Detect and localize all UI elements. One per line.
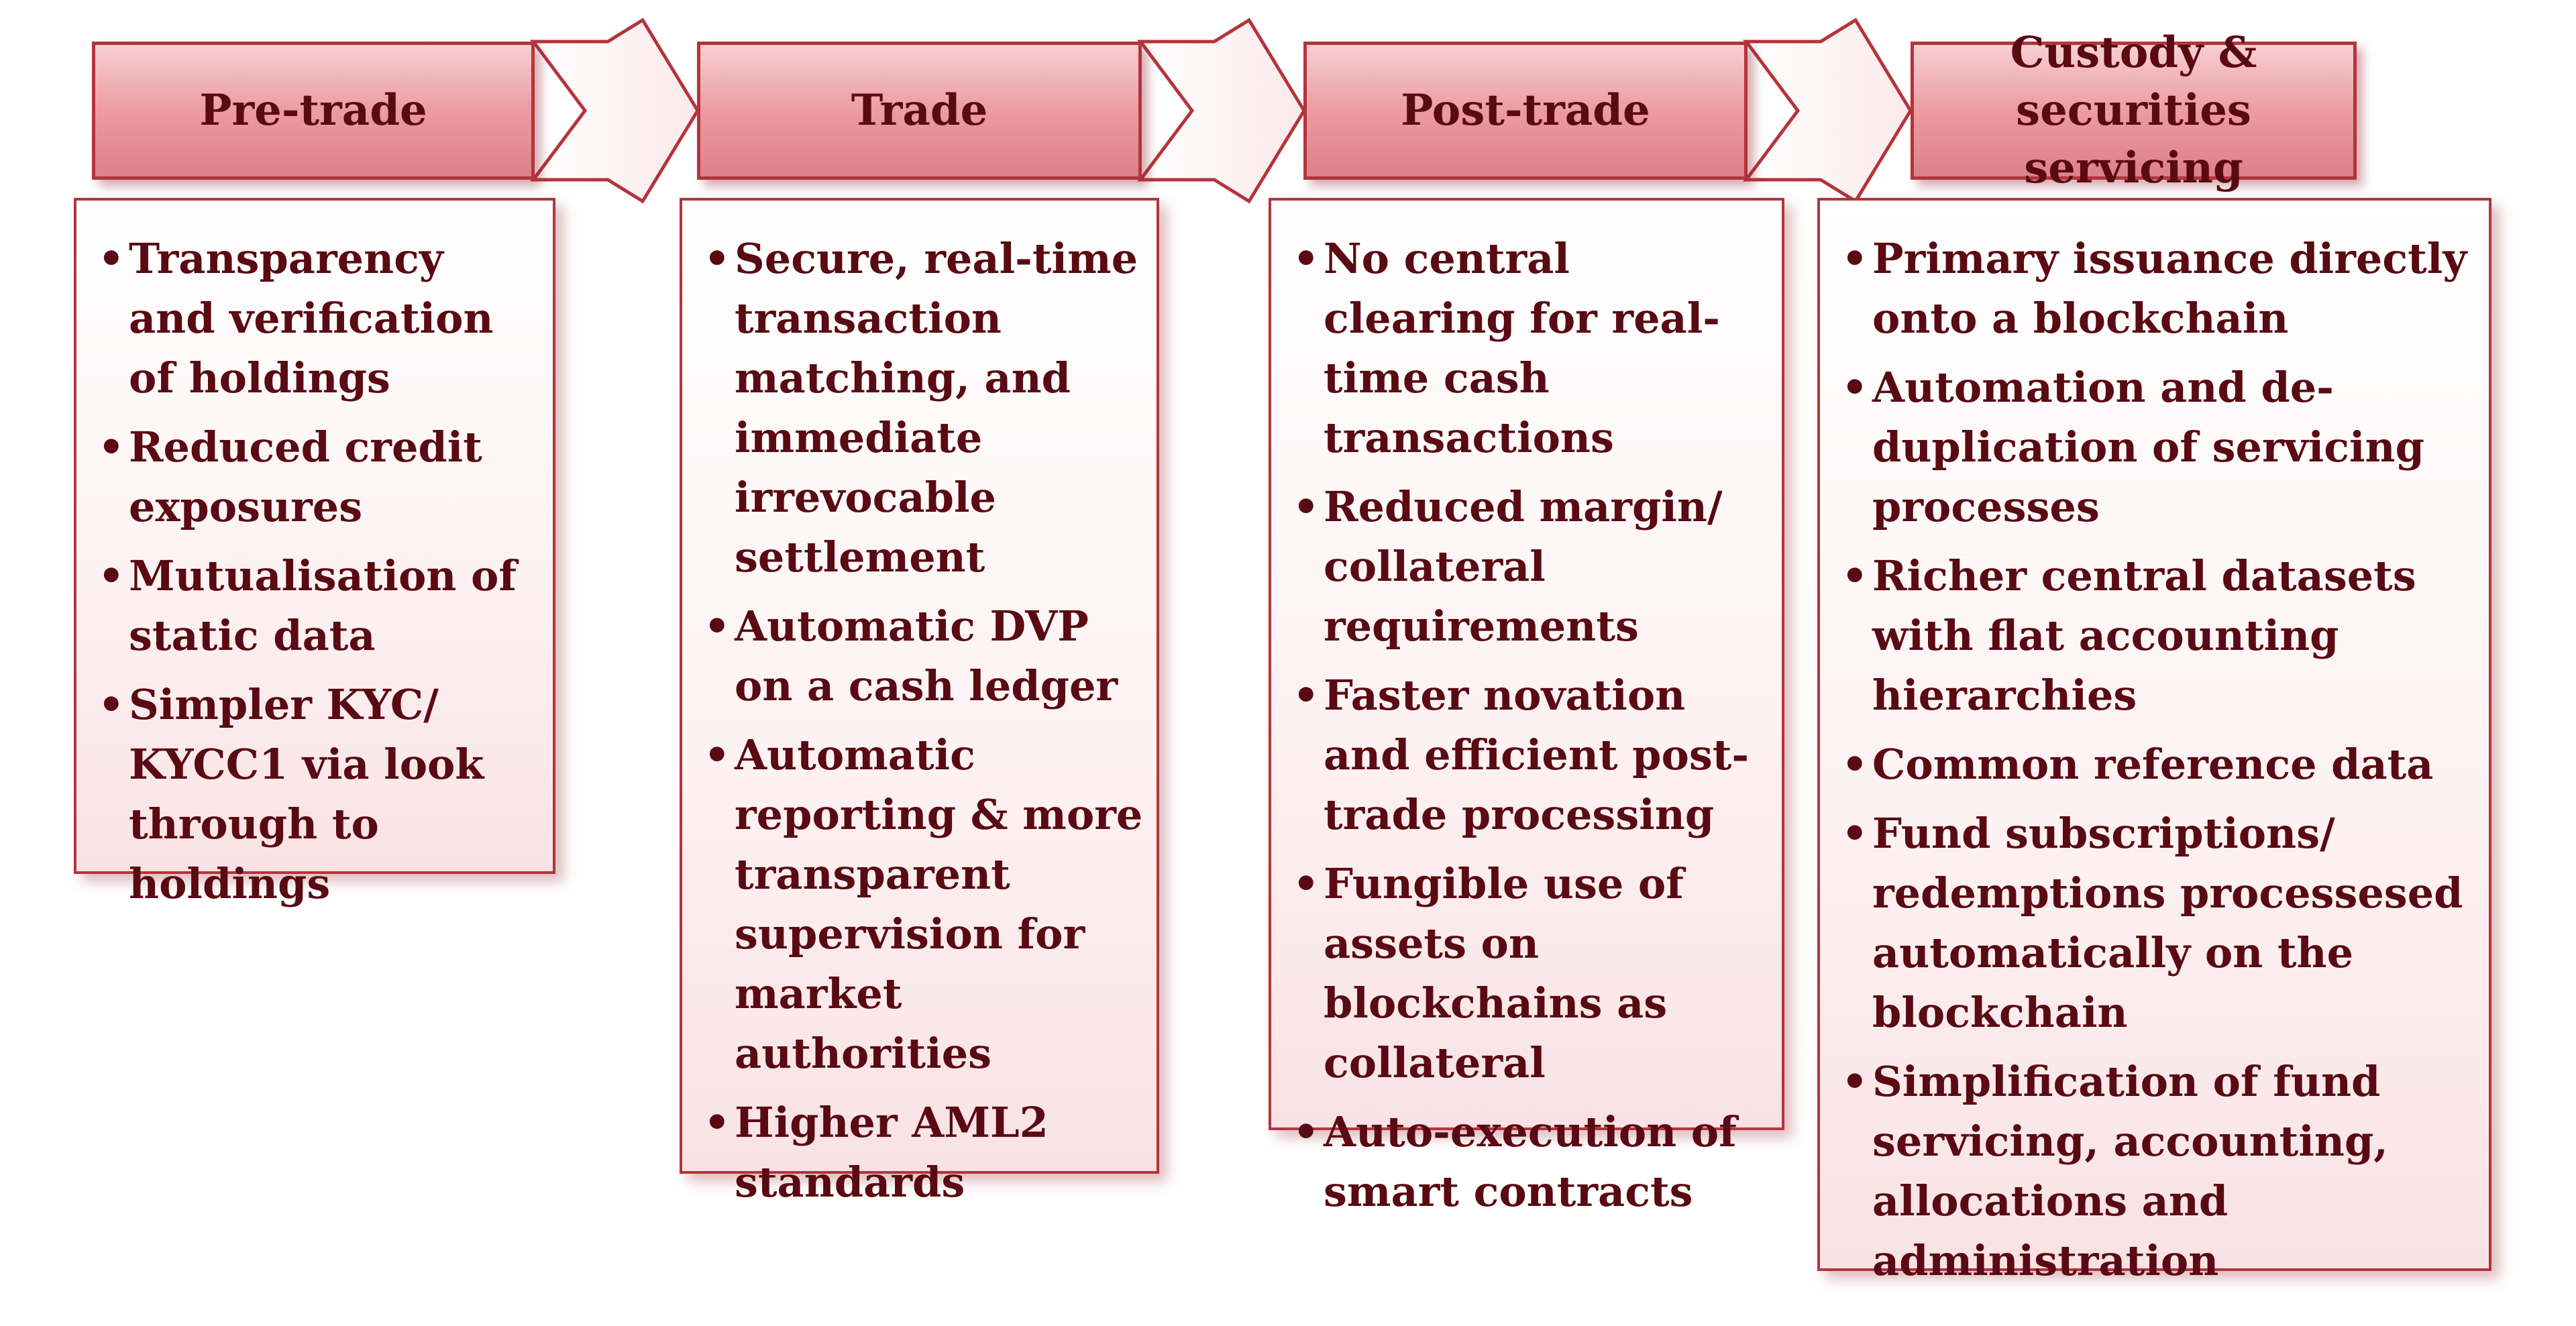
stage-title: Trade [851, 85, 988, 135]
benefit-list: Primary issuance directly onto a blockch… [1840, 229, 2475, 1290]
benefit-item: Common reference data [1840, 734, 2475, 794]
benefit-list: Transparency and verification of holding… [97, 229, 539, 914]
arrow-trade-to-posttrade [1137, 17, 1306, 204]
benefit-item: Primary issuance directly onto a blockch… [1840, 229, 2475, 348]
benefit-item: Transparency and verification of holding… [97, 229, 539, 408]
benefit-list: No central clearing for real-time cash t… [1291, 229, 1768, 1221]
stage-card-custody: Primary issuance directly onto a blockch… [1817, 198, 2491, 1285]
benefit-item: Auto-execution of smart contracts [1291, 1102, 1768, 1221]
stage-card-post-trade: No central clearing for real-time cash t… [1269, 198, 1784, 1216]
benefit-item: Higher AML2 standards [702, 1093, 1143, 1212]
benefit-item: Reduced credit exposures [97, 417, 539, 537]
benefit-list: Secure, real-time transaction matching, … [702, 229, 1143, 1212]
benefit-item: Secure, real-time transaction matching, … [702, 229, 1143, 587]
benefit-item: Simpler KYC/ KYCC1 via look through to h… [97, 675, 539, 914]
benefit-item: No central clearing for real-time cash t… [1291, 229, 1768, 467]
benefit-item: Automatic DVP on a cash ledger [702, 596, 1143, 716]
benefit-item: Automatic reporting & more transparent s… [702, 725, 1143, 1083]
benefit-item: Simplification of fund servicing, accoun… [1840, 1052, 2475, 1290]
arrow-posttrade-to-custody [1743, 17, 1913, 204]
benefit-item: Automation and de-duplication of servici… [1840, 357, 2475, 537]
stage-header-custody: Custody & securities servicing [1911, 27, 2357, 193]
stage-header-post-trade: Post-trade [1303, 42, 1748, 180]
benefit-item: Reduced margin/ collateral requirements [1291, 477, 1768, 656]
stage-title: Custody & securities servicing [2010, 27, 2257, 193]
stage-title: Post-trade [1401, 85, 1650, 135]
benefit-item: Fund subscriptions/ redemptions processe… [1840, 804, 2475, 1042]
stage-card-pre-trade: Transparency and verification of holding… [74, 198, 555, 908]
stage-title: Pre-trade [199, 85, 427, 135]
benefit-item: Fungible use of assets on blockchains as… [1291, 854, 1768, 1093]
benefit-item: Richer central datasets with flat accoun… [1840, 546, 2475, 725]
benefit-item: Mutualisation of static data [97, 546, 539, 665]
stage-header-trade: Trade [697, 42, 1142, 180]
stage-header-pre-trade: Pre-trade [92, 42, 535, 180]
arrow-pretrade-to-trade [530, 17, 700, 204]
benefit-item: Faster novation and efficient post-trade… [1291, 665, 1768, 844]
stage-card-trade: Secure, real-time transaction matching, … [680, 198, 1159, 1207]
